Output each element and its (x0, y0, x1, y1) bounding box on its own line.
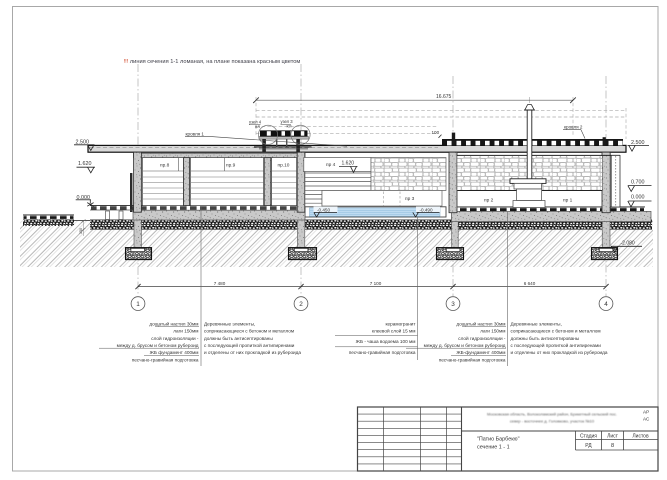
svg-text:Стадия: Стадия (580, 433, 597, 439)
svg-text:-0.450: -0.450 (317, 207, 330, 212)
svg-text:ЖБ фундамент 400мм: ЖБ фундамент 400мм (150, 350, 199, 355)
svg-text:пр 2: пр 2 (484, 198, 494, 204)
svg-text:4: 4 (604, 301, 608, 308)
svg-text:-2.080: -2.080 (621, 241, 635, 247)
svg-text:7 480: 7 480 (214, 281, 226, 286)
svg-text:сечение 1 - 1: сечение 1 - 1 (477, 444, 510, 450)
svg-text:1.620: 1.620 (78, 161, 92, 167)
svg-text:пр.10: пр.10 (278, 163, 290, 169)
svg-text:соприкасающиеся с бетоном и ме: соприкасающиеся с бетоном и металлом (511, 329, 601, 334)
svg-text:песчано-гравийная подготовка: песчано-гравийная подготовка (132, 356, 199, 362)
svg-text:АС: АС (643, 417, 650, 422)
svg-text:клеевой слой 15 мм: клеевой слой 15 мм (372, 328, 416, 334)
svg-text:слой гидроизоляции -: слой гидроизоляции - (458, 335, 506, 341)
svg-text:пр 3: пр 3 (405, 196, 415, 202)
svg-text:и отделены от них прокладкой и: и отделены от них прокладкой из рубероид… (511, 349, 608, 355)
svg-text:350: 350 (79, 228, 83, 234)
svg-text:"Патио Барбекю": "Патио Барбекю" (477, 436, 520, 442)
svg-text:0.700: 0.700 (631, 180, 645, 186)
svg-text:7 100: 7 100 (370, 281, 382, 286)
svg-text:1: 1 (136, 301, 140, 308)
svg-text:2: 2 (299, 301, 303, 308)
svg-text:0.000: 0.000 (631, 195, 645, 201)
svg-text:пр 1: пр 1 (563, 198, 573, 204)
svg-text:-0.490: -0.490 (420, 207, 433, 212)
svg-text:между д. брусом и бетоном рубе: между д. брусом и бетоном рубероид (424, 343, 506, 348)
svg-text:6 640: 6 640 (524, 281, 536, 286)
svg-text:8: 8 (611, 443, 614, 449)
svg-text:с последующей пропиткой антипи: с последующей пропиткой антипиренами (511, 342, 602, 348)
svg-text:с последующей пропиткой антипи: с последующей пропиткой антипиренами (204, 342, 295, 348)
svg-text:и отделены от них прокладкой и: и отделены от них прокладкой из рубероид… (204, 349, 301, 355)
svg-text:песчано-гравийная подготовка: песчано-гравийная подготовка (349, 349, 416, 355)
svg-text:КЛ: КЛ (287, 123, 292, 128)
svg-text:Лист: Лист (607, 433, 619, 439)
svg-text:дощатый настил 30мм: дощатый настил 30мм (456, 320, 505, 326)
svg-text:узел 4: узел 4 (249, 120, 262, 125)
svg-text:АР: АР (643, 410, 649, 415)
svg-text:слой гидроизоляции -: слой гидроизоляции - (151, 335, 199, 341)
svg-text:Московская область, Волоколамс: Московская область, Волоколамский район,… (487, 412, 617, 417)
svg-text:кровля 1: кровля 1 (186, 131, 205, 136)
svg-text:РД: РД (585, 443, 592, 449)
svg-text:КЛ: КЛ (255, 124, 260, 129)
svg-text:должны быть антисептированы: должны быть антисептированы (511, 336, 580, 341)
svg-text:пр.9: пр.9 (226, 163, 236, 169)
svg-text:узел 3: узел 3 (281, 119, 294, 124)
svg-text:пр 4: пр 4 (326, 162, 336, 168)
svg-text:кровля 2: кровля 2 (564, 125, 583, 130)
svg-text:лаги 150мм: лаги 150мм (173, 329, 198, 334)
svg-text:3: 3 (451, 301, 455, 308)
svg-text:керамогранит: керамогранит (385, 321, 416, 326)
svg-text:между д. брусом и бетоном рубе: между д. брусом и бетоном рубероид (117, 343, 199, 348)
svg-text:!!! линия сечения 1-1 ломаная,: !!! линия сечения 1-1 ломаная, на плане … (124, 59, 301, 65)
svg-text:песчано-гравийная подготовка: песчано-гравийная подготовка (439, 356, 506, 362)
svg-text:ЖБ - чаша водоема 100 мм: ЖБ - чаша водоема 100 мм (356, 339, 416, 344)
svg-text:16.675: 16.675 (436, 94, 452, 100)
svg-text:Деревянные элементы,: Деревянные элементы, (204, 321, 255, 326)
svg-text:Листов: Листов (632, 433, 649, 439)
svg-text:север - восточнее д. Головково: север - восточнее д. Головково, участок … (510, 419, 595, 424)
svg-text:0.000: 0.000 (77, 195, 91, 201)
svg-text:2.500: 2.500 (631, 140, 645, 146)
svg-text:Деревянные элементы,: Деревянные элементы, (511, 321, 562, 326)
svg-text:ЖБ-фундамент 400мм: ЖБ-фундамент 400мм (456, 350, 505, 355)
svg-text:соприкасающиеся с бетоном и ме: соприкасающиеся с бетоном и металлом (204, 329, 294, 334)
svg-text:должны быть антисептированы: должны быть антисептированы (204, 336, 273, 341)
svg-text:100: 100 (432, 130, 440, 135)
svg-text:1.620: 1.620 (342, 161, 355, 167)
svg-text:пр.8: пр.8 (160, 163, 170, 169)
svg-text:дощатый настил 30мм: дощатый настил 30мм (149, 320, 198, 326)
svg-text:2.500: 2.500 (76, 140, 90, 146)
svg-text:лаги 150мм: лаги 150мм (480, 329, 505, 334)
